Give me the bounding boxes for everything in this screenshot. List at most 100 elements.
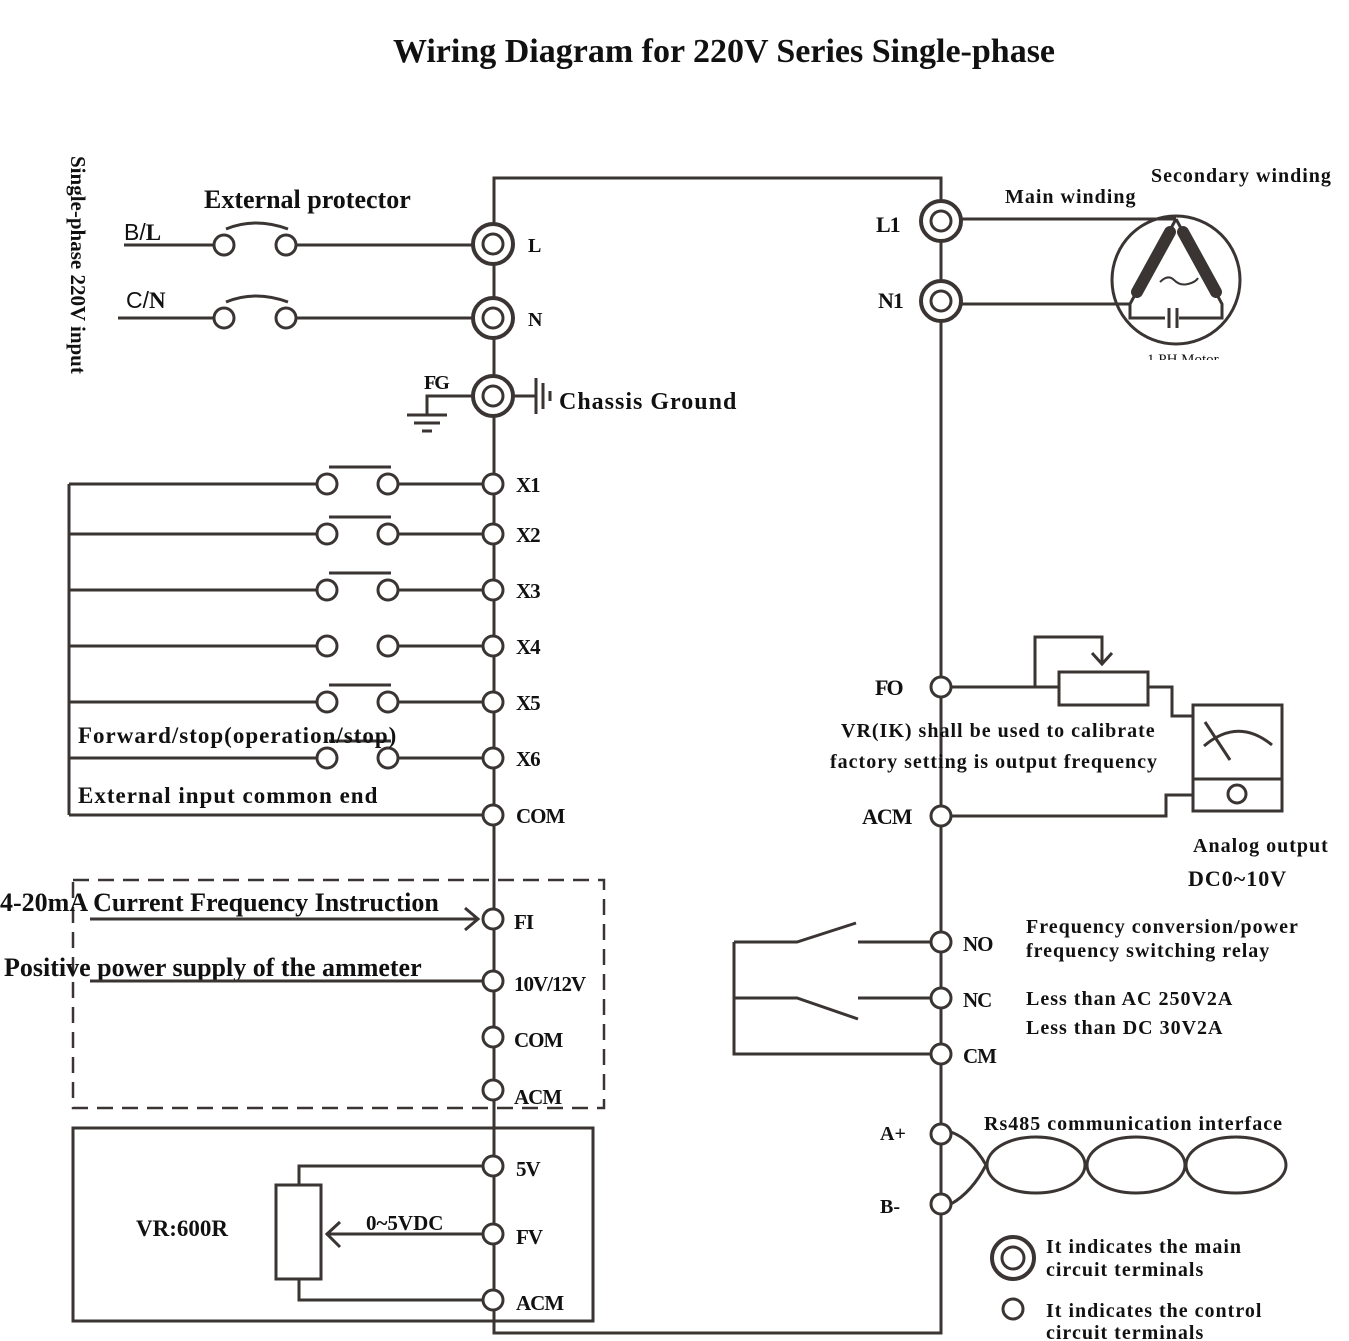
terminal-label-N: N [528, 309, 543, 331]
analog-meter-icon [1191, 703, 1284, 813]
relay-ac-rating: Less than AC 250V2A [1026, 988, 1233, 1010]
calibrate-line2: factory setting is output frequency [830, 751, 1158, 773]
ammeter-power-label: Positive power supply of the ammeter [4, 953, 422, 982]
protector-contact [212, 233, 236, 257]
terminal-label-input-x4: X4 [516, 635, 541, 659]
terminal-voltage-5v [481, 1154, 505, 1178]
forward-stop-label: Forward/stop(operation/stop) [78, 723, 397, 748]
terminal-current-com [481, 1025, 505, 1049]
terminal-current-fi [481, 907, 505, 931]
chassis-ground-icon [513, 378, 552, 414]
switch-contact [315, 522, 339, 546]
terminal-input-x5 [481, 690, 505, 714]
main-terminal-FG [471, 374, 515, 418]
terminal-label-L: L [528, 235, 541, 257]
terminal-voltage-acm [481, 1288, 505, 1312]
terminal-current-acm [481, 1078, 505, 1102]
terminal-label-L1: L1 [876, 212, 900, 237]
terminal-label-input-x2: X2 [516, 523, 540, 547]
line-label-c: C/N [126, 287, 166, 313]
protector-contact [274, 233, 298, 257]
terminal-label-FO: FO [875, 675, 903, 700]
terminal-B-minus [929, 1192, 953, 1216]
terminal-label-input-x3: X3 [516, 579, 540, 603]
terminal-label-voltage-fv: FV [516, 1225, 543, 1249]
vr-label: VR:600R [136, 1216, 228, 1241]
line-label-b: B/L [124, 219, 161, 245]
switch-contact [376, 746, 400, 770]
main-terminal-N1 [919, 279, 963, 323]
switch-contact [376, 690, 400, 714]
ground-icon [407, 394, 473, 433]
main-terminal-L [471, 222, 515, 266]
terminal-label-relay-no: NO [963, 932, 993, 956]
switch-contact [376, 634, 400, 658]
terminal-label-relay-nc: NC [963, 988, 991, 1012]
switch-contact [376, 522, 400, 546]
main-terminal-L1 [919, 199, 963, 243]
legend-ctrl-line1: It indicates the control [1046, 1300, 1262, 1322]
rs485-label: Rs485 communication interface [984, 1113, 1283, 1135]
relay-dc-rating: Less than DC 30V2A [1026, 1017, 1223, 1039]
secondary-winding-label: Secondary winding [1151, 165, 1332, 187]
main-terminal-N [471, 296, 515, 340]
terminal-relay-no [929, 930, 953, 954]
legend-main-line1: It indicates the main [1046, 1236, 1242, 1258]
protector-contact [212, 306, 236, 330]
terminal-label-input-com: COM [516, 804, 566, 828]
calibration-resistor [1057, 670, 1150, 707]
terminal-voltage-fv [481, 1222, 505, 1246]
common-end-label: External input common end [78, 783, 378, 808]
twisted-pair-cable [950, 1130, 1288, 1206]
diagram-title: Wiring Diagram for 220V Series Single-ph… [393, 33, 1055, 70]
terminal-ACM-analog [929, 804, 953, 828]
terminal-label-voltage-acm: ACM [516, 1291, 564, 1315]
terminal-label-N1: N1 [878, 288, 903, 313]
current-input-box [71, 878, 606, 1110]
terminal-label-current-acm: ACM [514, 1085, 562, 1109]
switch-contact [315, 746, 339, 770]
terminal-input-x3 [481, 578, 505, 602]
terminal-A-plus [929, 1122, 953, 1146]
terminal-label-input-x5: X5 [516, 691, 540, 715]
legend-ctrl-line2: circuit terminals [1046, 1322, 1204, 1341]
switch-contact [315, 472, 339, 496]
potentiometer [274, 1183, 323, 1281]
relay-desc-line1: Frequency conversion/power [1026, 916, 1299, 938]
current-instruction-label: 4-20mA Current Frequency Instruction [0, 888, 439, 917]
switch-contact [315, 690, 339, 714]
terminal-FO [929, 675, 953, 699]
terminal-input-x1 [481, 472, 505, 496]
terminal-label-voltage-5v: 5V [516, 1157, 541, 1181]
terminal-label-B-minus: B- [880, 1196, 900, 1218]
legend-main-terminal-icon [990, 1235, 1036, 1281]
switch-contact [376, 578, 400, 602]
terminal-label-input-x1: X1 [516, 473, 540, 497]
protector-contact [274, 306, 298, 330]
motor-icon [1110, 214, 1242, 346]
switch-contact [315, 578, 339, 602]
terminal-relay-nc [929, 986, 953, 1010]
terminal-label-current-com: COM [514, 1028, 564, 1052]
input-side-label: Single-phase 220V input [66, 156, 90, 374]
analog-output-range: DC0~10V [1188, 866, 1287, 891]
voltage-input-box [71, 1126, 595, 1323]
terminal-label-current-fi: FI [514, 910, 534, 934]
switch-contact [376, 472, 400, 496]
terminal-label-A-plus: A+ [880, 1123, 906, 1145]
terminal-label-relay-cm: CM [963, 1044, 997, 1068]
protector-label: External protector [204, 185, 411, 214]
range-label: 0~5VDC [366, 1211, 443, 1235]
relay-desc-line2: frequency switching relay [1026, 940, 1270, 962]
terminal-label-input-x6: X6 [516, 747, 540, 771]
analog-output-title: Analog output [1193, 835, 1329, 857]
terminal-input-x6 [481, 746, 505, 770]
terminal-label-FG: FG [424, 372, 450, 394]
terminal-input-x4 [481, 634, 505, 658]
terminal-input-x2 [481, 522, 505, 546]
terminal-input-com [481, 803, 505, 827]
terminal-label-current-10v-12v: 10V/12V [514, 972, 586, 996]
legend-main-line2: circuit terminals [1046, 1259, 1204, 1281]
main-winding-label: Main winding [1005, 186, 1136, 208]
